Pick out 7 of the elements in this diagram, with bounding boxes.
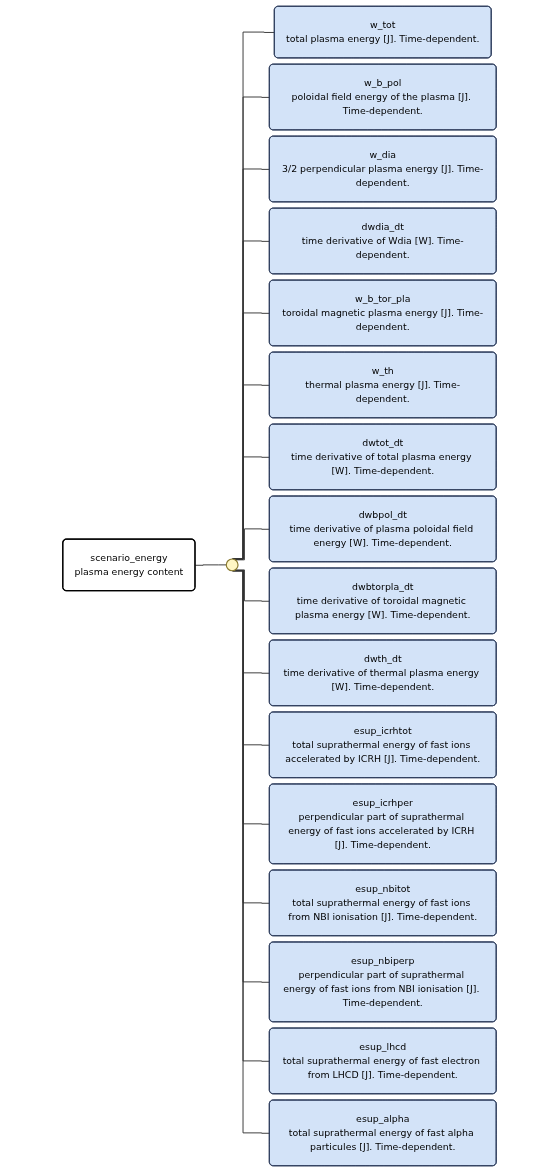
connector <box>231 96 271 560</box>
connector <box>234 528 271 561</box>
connector <box>232 240 271 560</box>
connector <box>234 569 271 602</box>
connector <box>231 31 276 560</box>
node-circle <box>225 558 239 572</box>
connector <box>232 168 271 560</box>
